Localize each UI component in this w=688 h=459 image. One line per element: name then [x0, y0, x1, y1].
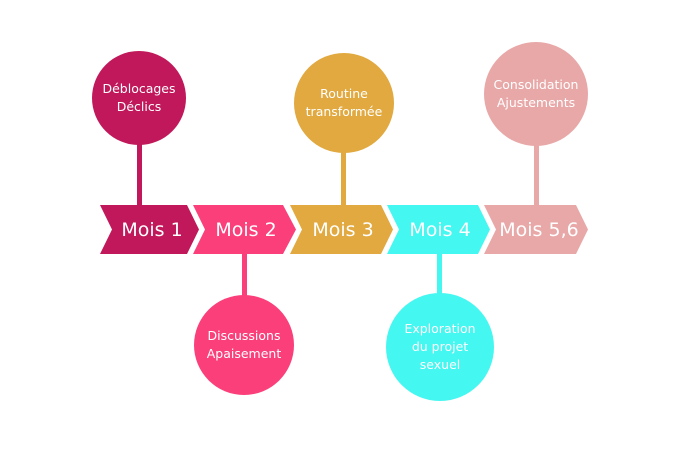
circle-5 [484, 42, 588, 146]
note-3: Routine transformée [294, 53, 394, 153]
chevron-5 [484, 205, 588, 254]
note-5-line-2: Ajustements [496, 95, 576, 110]
note-1-line-1: Déblocages [102, 81, 176, 96]
circle-1 [92, 51, 186, 145]
note-3-line-2: transformée [305, 104, 383, 119]
connector-1 [137, 140, 142, 206]
chevron-3 [290, 205, 393, 254]
note-4-line-3: sexuel [419, 357, 461, 372]
step-label-5: Mois 5,6 [499, 218, 579, 241]
connector-3 [341, 150, 346, 206]
connector-4 [437, 253, 442, 295]
connector-2 [242, 253, 247, 298]
circle-4 [386, 293, 494, 401]
note-4: Exploration du projet sexuel [386, 293, 494, 401]
note-4-line-2: du projet [411, 339, 469, 354]
circle-3 [294, 53, 394, 153]
connector-5 [534, 142, 539, 206]
step-label-2: Mois 2 [215, 218, 277, 241]
step-label-3: Mois 3 [312, 218, 374, 241]
note-4-line-1: Exploration [404, 321, 476, 336]
chevron-2 [193, 205, 296, 254]
step-label-1: Mois 1 [121, 218, 183, 241]
note-2-line-2: Apaisement [206, 346, 282, 361]
note-1-line-2: Déclics [116, 99, 162, 114]
note-2: Discussions Apaisement [194, 295, 294, 395]
note-3-line-1: Routine [320, 86, 368, 101]
chevron-1 [100, 205, 199, 254]
circle-2 [194, 295, 294, 395]
note-2-line-1: Discussions [207, 328, 281, 343]
note-5-line-1: Consolidation [493, 77, 579, 92]
note-5: Consolidation Ajustements [484, 42, 588, 146]
chevron-4 [387, 205, 490, 254]
step-label-4: Mois 4 [409, 218, 471, 241]
note-1: Déblocages Déclics [92, 51, 186, 145]
